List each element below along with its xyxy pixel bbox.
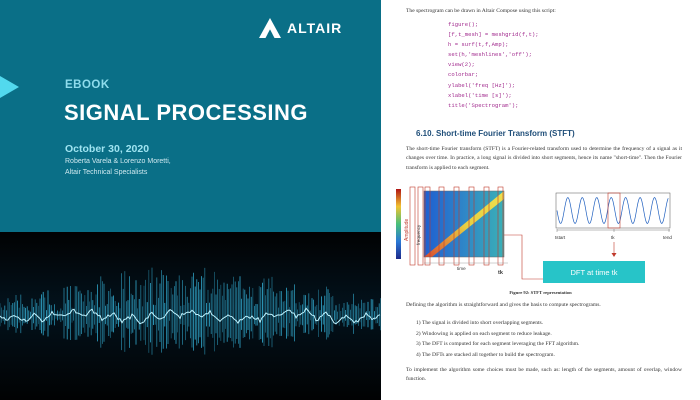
section-heading: 6.10. Short-time Fourier Transform (STFT… bbox=[416, 129, 575, 138]
dft-box bbox=[543, 261, 645, 283]
dft-arrow-head bbox=[611, 253, 617, 257]
spectrogram bbox=[423, 190, 505, 258]
spectrogram-colorbar bbox=[396, 189, 401, 259]
cover-authors: Roberta Varela & Lorenzo Moretti, Altair… bbox=[65, 157, 171, 178]
time-axis-label: time bbox=[457, 266, 466, 271]
list-item: 1) The signal is divided into short over… bbox=[416, 320, 544, 326]
cover-teal-panel bbox=[0, 0, 381, 232]
tend-tick-label: tend bbox=[663, 235, 672, 240]
dft-connector bbox=[504, 234, 543, 280]
wave-strokes bbox=[0, 267, 381, 355]
dft-box-label: DFT at time tk bbox=[571, 268, 618, 277]
stft-figure: Amplitude frequency time tk tstart tk te… bbox=[396, 186, 672, 283]
brand-name: ALTAIR bbox=[287, 20, 343, 36]
cover-date: October 30, 2020 bbox=[65, 143, 150, 155]
algorithm-steps: 1) The signal is divided into short over… bbox=[416, 318, 579, 360]
cover-title: SIGNAL PROCESSING bbox=[64, 100, 309, 125]
code-line: title('Spectrogram'); bbox=[448, 101, 519, 109]
amplitude-axis-label: Amplitude bbox=[404, 219, 410, 241]
stft-description: The short-time Fourier transform (STFT) … bbox=[406, 146, 682, 171]
altair-logo-icon bbox=[259, 18, 281, 38]
list-item: 3) The DFT is computed for each segment … bbox=[416, 341, 580, 348]
cover-label: EBOOK bbox=[65, 79, 110, 91]
code-line: figure(); bbox=[448, 21, 479, 28]
code-line: set(h,'meshlines','off'); bbox=[448, 51, 532, 59]
intro-text: The spectrogram can be drawn in Altair C… bbox=[406, 8, 556, 14]
code-block: figure(); [f,t_mesh] = meshgrid(f,t); h … bbox=[448, 20, 539, 111]
tk-marker-label: tk bbox=[498, 270, 504, 276]
list-item: 2) Windowing is applied on each segment … bbox=[416, 330, 552, 337]
signal-plot bbox=[555, 192, 671, 232]
signal-window bbox=[607, 192, 621, 229]
code-line: ylabel('freq [Hz]'); bbox=[448, 81, 516, 89]
altair-logo: ALTAIR bbox=[259, 17, 342, 39]
frequency-axis-label: frequency bbox=[416, 224, 421, 245]
code-line: h = surf(t,f,Amp); bbox=[448, 41, 509, 49]
figure-caption: Figure 92: STFT representation bbox=[509, 290, 572, 295]
implementation-note: To implement the algorithm some choices … bbox=[406, 367, 682, 383]
document-page: The spectrogram can be drawn in Altair C… bbox=[381, 0, 700, 400]
code-line: [f,t_mesh] = meshgrid(f,t); bbox=[448, 31, 539, 39]
window-segments bbox=[409, 186, 504, 266]
list-item: 4) The DFTs are stacked all together to … bbox=[416, 351, 555, 358]
affiliation-line: Altair Technical Specialists bbox=[65, 168, 148, 176]
tstart-tick-label: tstart bbox=[555, 235, 566, 240]
code-line: view(2); bbox=[448, 61, 475, 69]
ebook-cover: ALTAIR EBOOK SIGNAL PROCESSING October 3… bbox=[0, 0, 381, 400]
wave-core bbox=[0, 307, 381, 325]
code-line: xlabel('time [s]'); bbox=[448, 91, 512, 99]
tk-tick-label: tk bbox=[611, 235, 615, 240]
algorithm-intro: Defining the algorithm is straightforwar… bbox=[406, 302, 601, 308]
sound-wave-graphic bbox=[0, 267, 381, 355]
accent-triangle-icon bbox=[0, 76, 19, 98]
authors-line: Roberta Varela & Lorenzo Moretti, bbox=[65, 158, 171, 165]
signal-waveform bbox=[556, 197, 669, 224]
code-line: colorbar; bbox=[448, 71, 479, 79]
